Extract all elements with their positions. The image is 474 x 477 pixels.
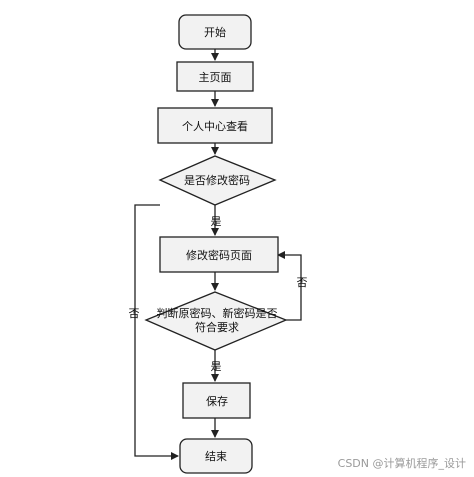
main-page-node — [176, 61, 254, 92]
edge-labels: 是 否 否 是 — [129, 215, 308, 373]
edge-decision1-no-to-end — [134, 204, 179, 460]
edge-decision2-no-loop — [277, 251, 302, 321]
edges — [134, 49, 302, 460]
edge-label-no-1: 否 — [129, 307, 140, 320]
watermark: CSDN @计算机程序_设计 — [338, 456, 466, 470]
decision-password-check-label-line1: 判断原密码、新密码是否 — [157, 306, 278, 320]
personal-center-node — [157, 107, 273, 144]
end-node-label: 结束 — [205, 450, 227, 463]
start-node-label: 开始 — [204, 25, 226, 39]
save-node — [182, 382, 251, 419]
edge-label-no-2: 否 — [297, 276, 308, 289]
decision-password-check — [144, 291, 288, 351]
main-page-node-label: 主页面 — [199, 71, 232, 84]
end-node — [179, 438, 253, 474]
change-password-page-node — [159, 236, 279, 273]
decision-change-password — [158, 155, 277, 206]
edge-label-yes-1: 是 — [211, 215, 222, 228]
nodes: 开始 主页面 个人中心查看 是否修改密码 修改密码页面 判断原密码、新密码是否 … — [144, 14, 288, 474]
edge-label-yes-2: 是 — [211, 360, 222, 373]
decision-change-password-label: 是否修改密码 — [184, 173, 250, 187]
change-password-page-node-label: 修改密码页面 — [186, 248, 252, 262]
start-node — [178, 14, 252, 50]
personal-center-node-label: 个人中心查看 — [182, 119, 248, 133]
decision-password-check-label-line2: 符合要求 — [195, 320, 239, 334]
save-node-label: 保存 — [206, 394, 228, 408]
